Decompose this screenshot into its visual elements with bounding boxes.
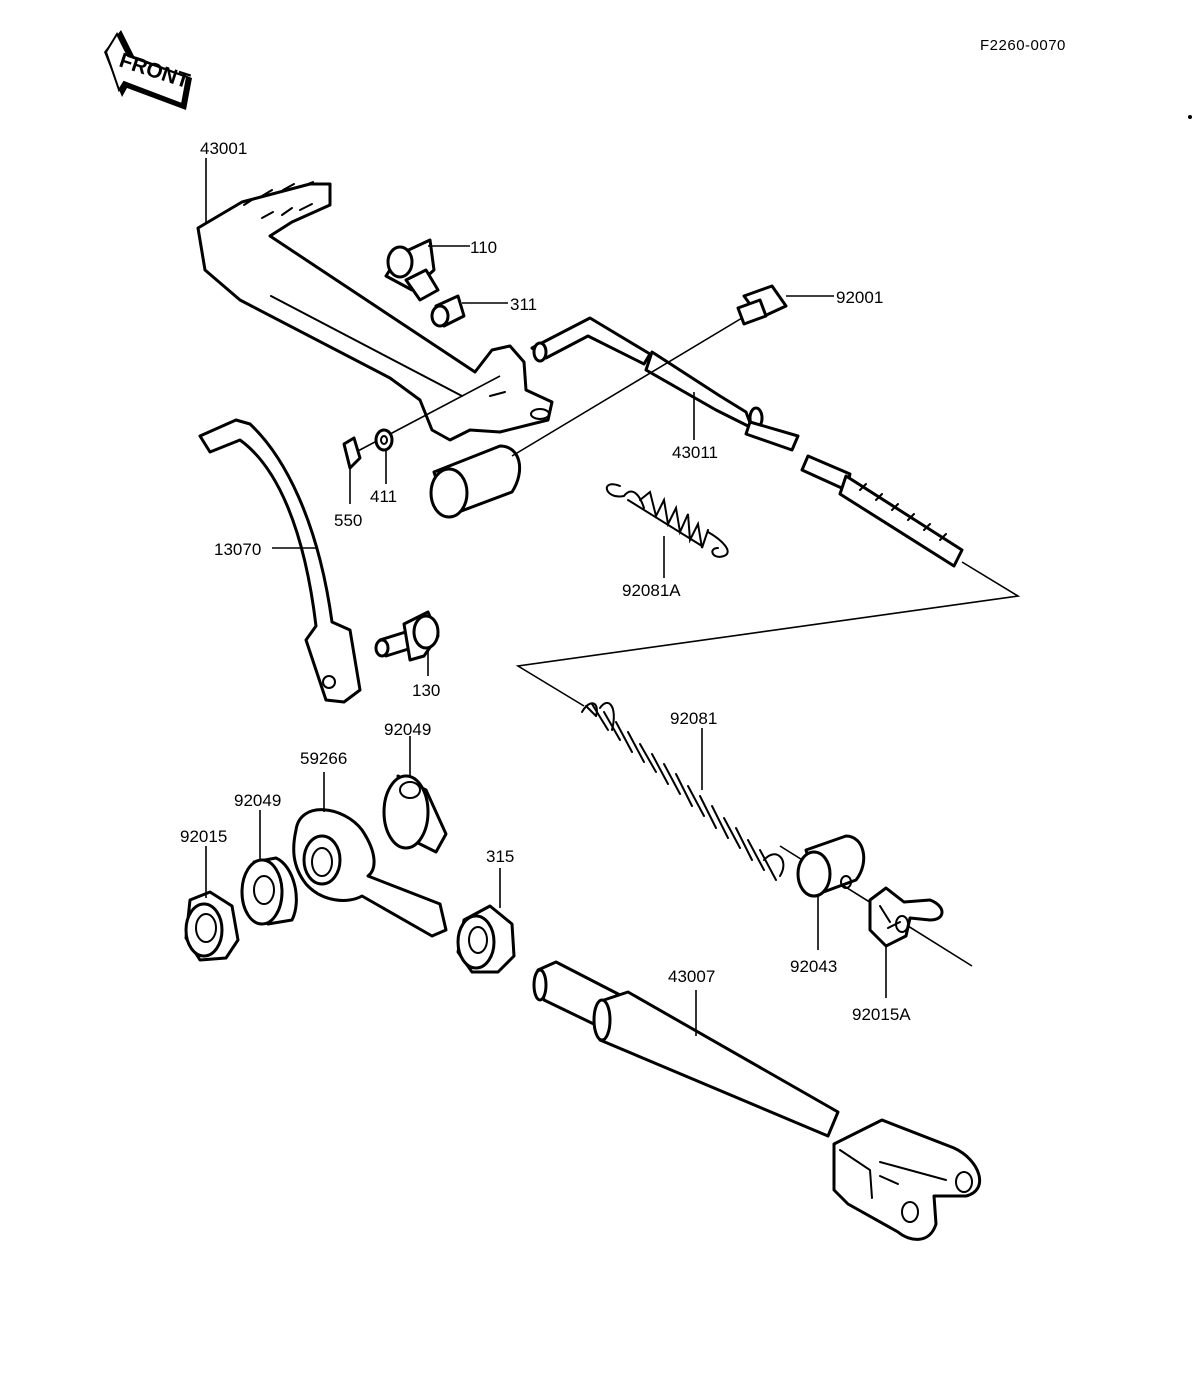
washer-92049-top bbox=[382, 774, 448, 854]
joint-92043 bbox=[796, 834, 866, 898]
label-411: 411 bbox=[370, 487, 397, 506]
label-43007: 43007 bbox=[668, 967, 715, 986]
label-92081a: 92081A bbox=[622, 581, 681, 600]
label-550: 550 bbox=[334, 511, 362, 530]
label-43001: 43001 bbox=[200, 139, 247, 158]
brake-shaft-43007 bbox=[532, 960, 982, 1241]
nut-311 bbox=[430, 294, 466, 328]
label-92015: 92015 bbox=[180, 827, 227, 846]
washer-92049-left bbox=[240, 856, 298, 926]
label-92081: 92081 bbox=[670, 709, 717, 728]
reference-code: F2260-0070 bbox=[980, 37, 1066, 54]
washer-411 bbox=[374, 428, 394, 452]
wing-nut-92015a bbox=[868, 886, 944, 948]
cotter-pin-550 bbox=[342, 436, 362, 470]
nut-92015 bbox=[184, 890, 240, 962]
label-13070: 13070 bbox=[214, 540, 261, 559]
stopper-13070 bbox=[198, 418, 362, 704]
spring-92081a bbox=[605, 483, 729, 558]
label-92049-left: 92049 bbox=[234, 791, 281, 810]
label-315: 315 bbox=[486, 847, 514, 866]
label-92049-top: 92049 bbox=[384, 720, 431, 739]
exploded-view-line bbox=[515, 561, 1021, 707]
label-59266: 59266 bbox=[300, 749, 347, 768]
bolt-130 bbox=[374, 610, 440, 662]
front-arrow-icon: FRONT bbox=[104, 30, 193, 110]
brake-rod bbox=[530, 316, 964, 568]
bolt-110 bbox=[384, 238, 440, 302]
label-311: 311 bbox=[510, 295, 537, 314]
label-110: 110 bbox=[470, 238, 497, 257]
brake-pedal bbox=[196, 181, 554, 519]
nut-315 bbox=[456, 904, 516, 974]
rod-end-59266 bbox=[292, 808, 448, 938]
label-92001: 92001 bbox=[836, 288, 883, 307]
bolt-92001 bbox=[736, 284, 788, 326]
label-92015a: 92015A bbox=[852, 1005, 911, 1024]
spring-92081 bbox=[581, 702, 785, 881]
label-92043: 92043 bbox=[790, 957, 837, 976]
label-43011: 43011 bbox=[672, 443, 718, 462]
margin-dot bbox=[1188, 115, 1192, 119]
label-130: 130 bbox=[412, 681, 440, 700]
